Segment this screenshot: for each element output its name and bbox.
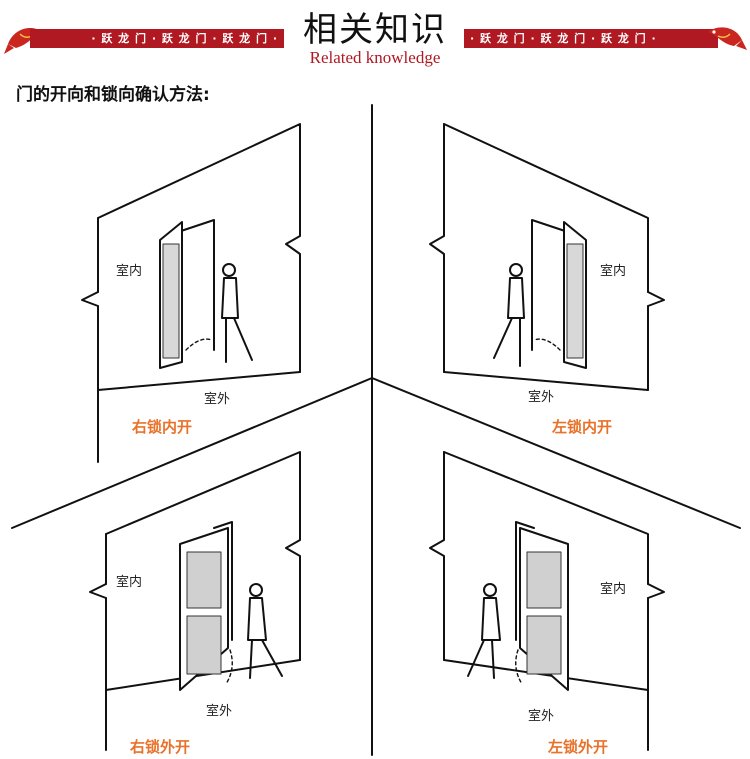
koi-fish-icon [708, 27, 747, 50]
diagonal-divider-right [371, 377, 741, 529]
page-title: 相关知识 [303, 10, 447, 50]
caption-left-lock-inward: 左锁内开 [552, 418, 613, 436]
panel-right-lock-inward-sketch [81, 123, 301, 463]
section-heading: 门的开向和锁向确认方法: [16, 85, 210, 105]
diagonal-divider-left [11, 377, 373, 529]
banner-bar-left: · 跃 龙 门 · 跃 龙 门 · 跃 龙 门 · [30, 29, 284, 48]
caption-left-lock-outward: 左锁外开 [548, 738, 609, 756]
caption-right-lock-outward: 右锁外开 [130, 738, 191, 756]
indoor-label: 室内 [116, 264, 143, 279]
outdoor-label: 室外 [204, 392, 231, 407]
outdoor-label: 室外 [206, 704, 233, 719]
panel-right-lock-outward-sketch [89, 451, 301, 751]
caption-right-lock-inward: 右锁内开 [132, 418, 193, 436]
outdoor-label: 室外 [528, 390, 555, 405]
indoor-label: 室内 [116, 575, 143, 590]
outdoor-label: 室外 [528, 709, 555, 724]
panel-left-lock-inward-sketch [429, 123, 665, 391]
indoor-label: 室内 [600, 582, 627, 597]
banner-bar-right: · 跃 龙 门 · 跃 龙 门 · 跃 龙 门 · [464, 29, 718, 48]
header-banner: · 跃 龙 门 · 跃 龙 门 · 跃 龙 门 · 相关知识 Related k… [0, 0, 750, 70]
page-subtitle: Related knowledge [309, 48, 441, 67]
indoor-label: 室内 [600, 264, 627, 279]
panel-left-lock-outward-sketch [429, 451, 665, 751]
